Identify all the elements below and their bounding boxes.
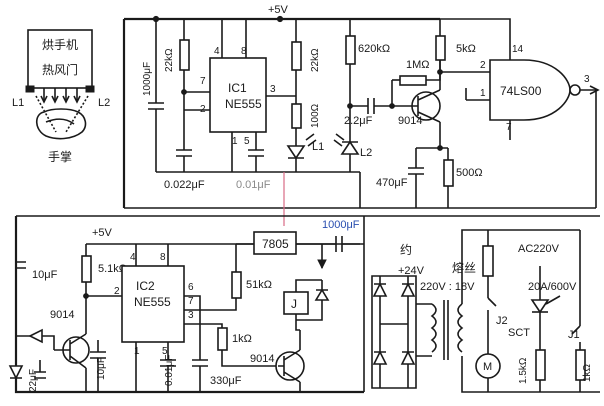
- dryer-body: [27, 29, 93, 89]
- upper-c001: 0.01μF: [236, 179, 271, 191]
- lower-r51k2: 51kΩ: [246, 279, 272, 291]
- svg-text:2: 2: [114, 286, 120, 297]
- upper-r22k-a: 22kΩ: [164, 48, 175, 72]
- svg-text:7: 7: [200, 76, 206, 87]
- lower-c1000: 1000μF: [322, 219, 360, 231]
- ic1-chip: [209, 57, 267, 133]
- sensor-l2: [85, 85, 95, 93]
- upper-r5k: 5kΩ: [456, 43, 476, 55]
- power-approx: 约: [400, 242, 412, 257]
- lower-q-a-label: 9014: [50, 309, 74, 321]
- power-r15k: 1.5kΩ: [518, 357, 529, 384]
- upper-r620k: 620kΩ: [358, 43, 390, 55]
- svg-text:5: 5: [244, 136, 250, 147]
- lower-c10a: 10μF: [32, 269, 58, 281]
- svg-text:1: 1: [232, 136, 238, 147]
- power-scr: 20A/600V: [528, 281, 577, 293]
- power-j2: J2: [496, 315, 508, 327]
- upper-r22k-b: 22kΩ: [310, 48, 321, 72]
- svg-text:7: 7: [188, 296, 194, 307]
- upper-r100: 100Ω: [310, 103, 321, 128]
- ic2-name: IC2: [136, 279, 155, 293]
- power-motor: M: [483, 361, 492, 373]
- hand-dryer-illustration: 烘手机 热风门 L1 L2 手掌: [12, 29, 110, 164]
- svg-text:5: 5: [162, 346, 168, 357]
- power-fuse: 熔丝: [452, 260, 476, 275]
- bridge-rectifier: [371, 275, 417, 389]
- upper-vcc: +5V: [268, 4, 289, 16]
- lower-c22: 22μF: [28, 369, 39, 392]
- dryer-door: 热风门: [42, 62, 78, 77]
- power-ac: AC220V: [518, 243, 560, 255]
- svg-text:3: 3: [188, 310, 194, 321]
- upper-c470: 470μF: [376, 177, 408, 189]
- ic1-type: NE555: [225, 97, 262, 111]
- reg-label: 7805: [262, 237, 289, 251]
- ic2-type: NE555: [134, 295, 171, 309]
- lower-relay: J: [291, 297, 297, 311]
- dryer-name: 烘手机: [42, 38, 78, 52]
- power-24v: +24V: [398, 265, 425, 277]
- upper-led-l1: L1: [312, 141, 324, 153]
- svg-text:4: 4: [214, 46, 220, 57]
- lower-c10b: 10μF: [96, 357, 107, 380]
- ic1-name: IC1: [228, 81, 247, 95]
- power-section: 约 +24V 220V : 18V 熔丝 AC220V J2 M 20A/600…: [371, 229, 600, 393]
- power-j1: J1: [568, 329, 580, 341]
- svg-text:3: 3: [584, 74, 590, 85]
- label-l2: L2: [98, 97, 110, 109]
- lower-c001: 0.01μF: [164, 355, 175, 386]
- svg-text:1: 1: [134, 346, 140, 357]
- lower-q9014-b: [275, 351, 305, 381]
- lower-vcc: +5V: [92, 227, 113, 239]
- svg-text:4: 4: [130, 252, 136, 263]
- svg-text:7: 7: [506, 122, 512, 133]
- power-transformer: 220V : 18V: [420, 281, 475, 293]
- svg-text:8: 8: [241, 46, 247, 57]
- lower-c330: 330μF: [210, 375, 242, 387]
- lower-circuit: +5V 10μF 5.1kΩ 9014 22μF 10μF IC2 NE555 …: [8, 215, 600, 394]
- airflow-arrows: [43, 88, 78, 100]
- lower-r1k: 1kΩ: [232, 333, 252, 345]
- svg-text:2: 2: [480, 60, 486, 71]
- svg-text:6: 6: [188, 282, 194, 293]
- hand-outline: [35, 108, 87, 140]
- svg-text:14: 14: [512, 44, 524, 55]
- lower-ground-rail: [14, 216, 364, 394]
- power-r1k: 1kΩ: [582, 363, 593, 382]
- upper-c22: 2.2μF: [344, 115, 373, 127]
- upper-circuit: +5V 1000μF 22kΩ IC1 NE555 4 8 7 2 1 5 3 …: [122, 4, 600, 226]
- upper-pd-l2: L2: [360, 147, 372, 159]
- reg-7805: [253, 231, 297, 255]
- gate-name: 74LS00: [500, 84, 542, 98]
- upper-c1000: 1000μF: [142, 62, 153, 96]
- sensor-l1: [25, 85, 35, 93]
- svg-text:8: 8: [160, 252, 166, 263]
- lower-q-b-label: 9014: [250, 353, 274, 365]
- ic2-chip: [121, 265, 185, 343]
- label-l1: L1: [12, 97, 24, 109]
- lower-r51k: 5.1kΩ: [98, 263, 127, 275]
- power-sct: SCT: [508, 327, 530, 339]
- hand-label: 手掌: [48, 150, 72, 164]
- ic1-pin3: 3: [270, 84, 276, 95]
- upper-r1m: 1MΩ: [406, 59, 430, 71]
- upper-c0022: 0.022μF: [164, 179, 205, 191]
- svg-text:1: 1: [480, 88, 486, 99]
- upper-r500: 500Ω: [456, 167, 483, 179]
- upper-q-label: 9014: [398, 115, 422, 127]
